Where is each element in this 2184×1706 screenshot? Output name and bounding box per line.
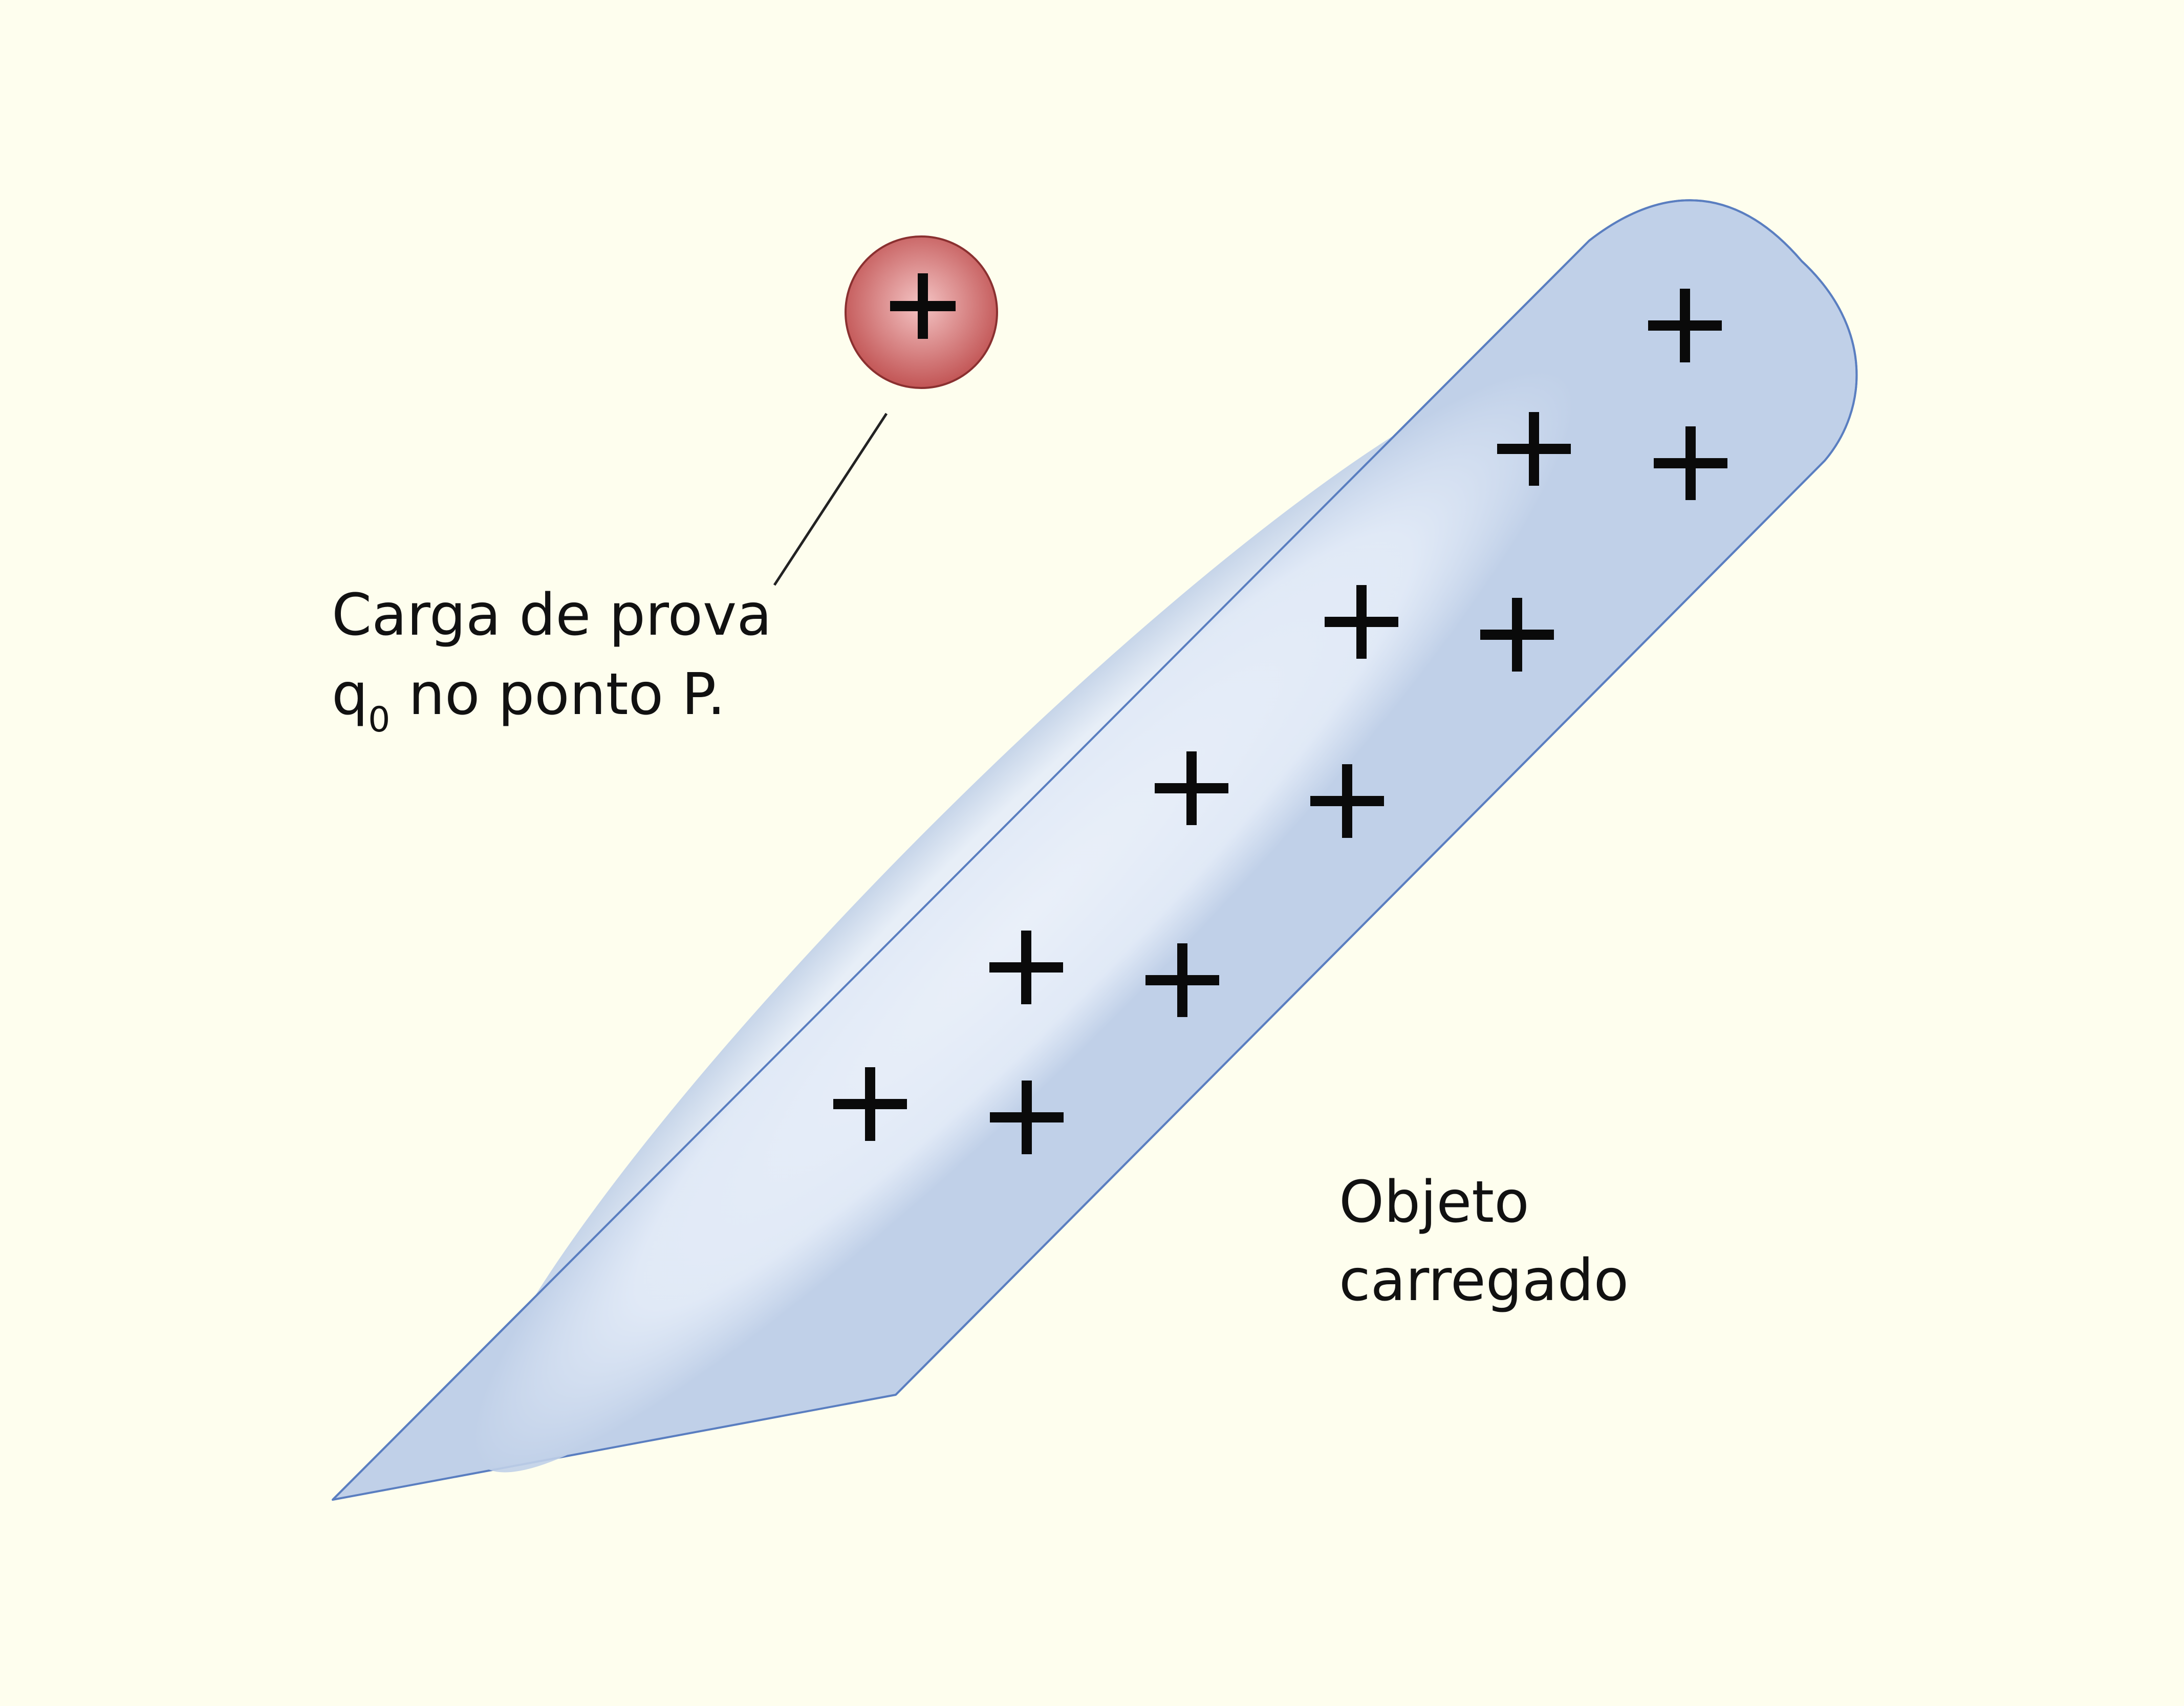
- rod-plus-sign-icon-9: [1145, 943, 1219, 1017]
- plus-sign-bar-vertical: [1685, 426, 1696, 500]
- rod-plus-sign-icon-5: [1480, 598, 1554, 672]
- charged-rod-highlight: [472, 370, 1575, 1473]
- rod-plus-sign-icon-7: [1310, 764, 1384, 838]
- rod-plus-sign-icon-2: [1497, 412, 1571, 486]
- plus-sign-bar-vertical: [1186, 751, 1197, 825]
- plus-sign-bar-vertical: [1529, 412, 1539, 486]
- plus-sign-bar-vertical: [1512, 598, 1522, 672]
- plus-sign-bar-vertical: [1022, 1081, 1032, 1154]
- test-charge-label-line2: q0 no ponto P.: [332, 661, 725, 740]
- rod-plus-sign-icon-6: [1155, 751, 1228, 825]
- rod-plus-sign-icon-11: [990, 1081, 1064, 1154]
- test-charge-label-line1: Carga de prova: [332, 582, 772, 649]
- rod-plus-sign-icon-4: [1325, 585, 1398, 659]
- rod-plus-sign-icon-10: [833, 1067, 907, 1141]
- charged-object-label-line1: Objeto: [1339, 1169, 1529, 1236]
- test-charge-location: no ponto P.: [390, 661, 725, 728]
- rod-plus-sign-icon-1: [1648, 289, 1722, 362]
- test-charge-subscript: 0: [368, 700, 390, 740]
- plus-sign-bar-vertical: [918, 273, 928, 339]
- plus-sign-bar-vertical: [1680, 289, 1690, 362]
- test-charge-leader-line: [773, 413, 888, 586]
- charged-rod-outline: [332, 199, 1858, 1501]
- rod-plus-sign-icon-8: [989, 931, 1063, 1004]
- test-charge: [845, 235, 998, 389]
- rod-positive-charges: [833, 289, 1727, 1154]
- plus-sign-bar-vertical: [1021, 931, 1031, 1004]
- plus-sign-bar-vertical: [865, 1067, 875, 1141]
- charged-object-label-line2: carregado: [1339, 1247, 1629, 1314]
- rod-plus-sign-icon-3: [1654, 426, 1727, 500]
- test-charge-symbol: q: [332, 661, 368, 728]
- charged-object: [332, 199, 1858, 1501]
- plus-sign-icon: [890, 273, 956, 339]
- plus-sign-bar-vertical: [1177, 943, 1187, 1017]
- plus-sign-bar-vertical: [1342, 764, 1352, 838]
- plus-sign-bar-vertical: [1356, 585, 1367, 659]
- test-charge-plus-sign-icon: [890, 273, 956, 339]
